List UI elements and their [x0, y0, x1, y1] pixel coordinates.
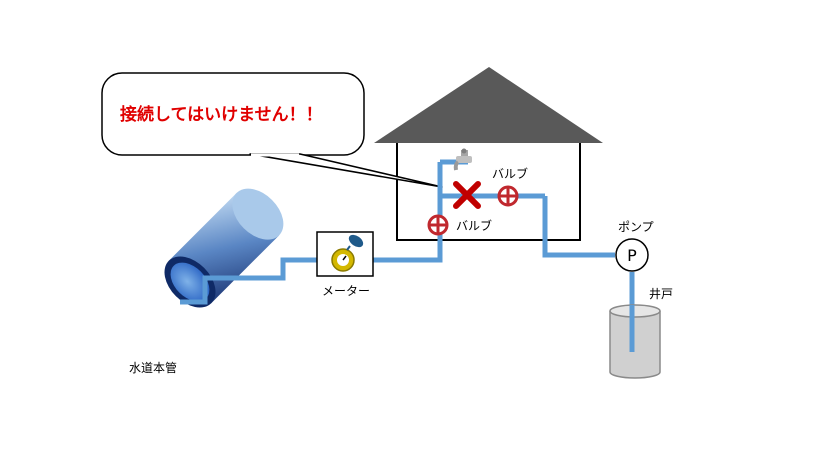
well-label: 井戸 — [649, 287, 673, 301]
pump: P — [615, 238, 649, 272]
water-main-pipe — [164, 188, 284, 308]
house-wall — [396, 143, 581, 241]
valve-upper-label: バルブ — [492, 166, 528, 181]
house-roof — [374, 67, 603, 143]
well — [609, 304, 661, 379]
pump-label: ポンプ — [618, 220, 654, 234]
water-main-label: 水道本管 — [129, 360, 177, 375]
house — [374, 67, 603, 241]
callout-text: 接続してはいけません！！ — [120, 104, 323, 125]
valve-lower-icon — [427, 214, 449, 236]
prohibited-cross-icon — [453, 181, 481, 209]
meter-label: メーター — [322, 284, 370, 298]
callout-bubble: 接続してはいけません！！ — [101, 72, 443, 188]
valve-upper-icon — [497, 185, 519, 207]
water-meter — [316, 231, 374, 277]
pump-symbol: P — [627, 246, 637, 265]
valve-lower-label: バルブ — [456, 218, 492, 233]
pipe-pump-to-house — [542, 196, 615, 258]
pipe-main-to-meter — [180, 257, 318, 305]
faucet-icon — [453, 148, 472, 171]
